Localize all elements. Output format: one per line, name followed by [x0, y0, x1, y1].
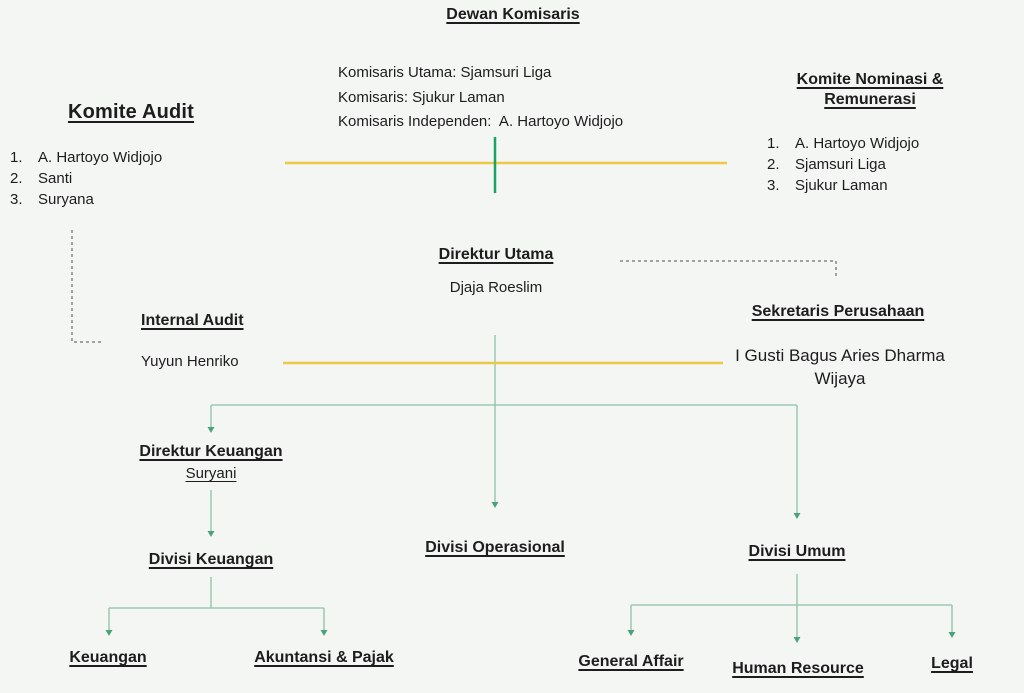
komisaris-utama: Komisaris Utama: Sjamsuri Liga: [338, 64, 552, 81]
list-name: Sjamsuri Liga: [795, 156, 886, 173]
komite-nominasi-title: Komite Nominasi & Remunerasi: [796, 71, 944, 108]
list-number: 1.: [10, 149, 23, 166]
komisaris-independen: Komisaris Independen: A. Hartoyo Widjojo: [338, 113, 624, 130]
arrowhead: [793, 637, 801, 643]
arrowhead: [320, 630, 328, 636]
sekretaris-perusahaan-name: I Gusti Bagus Aries Dharma Wijaya: [735, 346, 945, 388]
list-item: 3. Suryana: [10, 189, 162, 210]
arrowhead: [948, 632, 956, 638]
arrowhead: [793, 513, 801, 519]
dewan-komisaris-members: Komisaris Utama: Sjamsuri Liga Komisaris…: [338, 61, 623, 135]
arrowhead: [491, 502, 499, 508]
internal-audit-title: Internal Audit: [141, 312, 244, 329]
divisi-operasional-title: Divisi Operasional: [425, 539, 565, 556]
sekretaris-dashed-connector: [620, 260, 837, 279]
divisi-umum-tree-lines: [627, 574, 956, 643]
list-item: 2. Sjamsuri Liga: [767, 154, 919, 175]
director-tree-lines: [207, 335, 801, 519]
list-name: A. Hartoyo Widjojo: [38, 149, 163, 166]
list-item: 2. Santi: [10, 168, 162, 189]
general-affair-title: General Affair: [578, 653, 684, 670]
list-number: 2.: [10, 170, 23, 187]
komite-audit-title: Komite Audit: [67, 101, 195, 123]
legal-title: Legal: [931, 655, 973, 672]
list-name: Santi: [38, 170, 73, 187]
arrowhead: [105, 630, 113, 636]
list-item: 3. Sjukur Laman: [767, 175, 919, 196]
divisi-umum-title: Divisi Umum: [748, 543, 846, 560]
komisaris: Komisaris: Sjukur Laman: [338, 88, 505, 106]
list-number: 3.: [767, 177, 780, 194]
direktur-utama-title: Direktur Utama: [438, 246, 554, 263]
sekretaris-perusahaan-title: Sekretaris Perusahaan: [751, 303, 925, 320]
list-number: 2.: [767, 156, 780, 173]
internal-audit-name: Yuyun Henriko: [141, 353, 239, 370]
arrowhead: [207, 427, 215, 433]
komite-nominasi-list: 1. A. Hartoyo Widjojo 2. Sjamsuri Liga 3…: [767, 133, 919, 196]
list-number: 1.: [767, 135, 780, 152]
keuangan-title: Keuangan: [69, 649, 147, 666]
komite-audit-list: 1. A. Hartoyo Widjojo 2. Santi 3. Suryan…: [10, 147, 162, 210]
list-name: Suryana: [38, 191, 94, 208]
divisi-keuangan-tree-lines: [105, 577, 328, 636]
direktur-keuangan-to-divisi-arrow: [207, 490, 215, 537]
list-name: Sjukur Laman: [795, 177, 888, 194]
list-number: 3.: [10, 191, 23, 208]
human-resource-title: Human Resource: [732, 660, 864, 677]
komite-audit-dashed-connector: [71, 230, 101, 343]
arrowhead: [207, 531, 215, 537]
direktur-keuangan-name: Suryani: [185, 465, 237, 482]
list-item: 1. A. Hartoyo Widjojo: [10, 147, 162, 168]
arrowhead: [627, 630, 635, 636]
direktur-utama-name: Djaja Roeslim: [449, 279, 543, 296]
akuntansi-pajak-title: Akuntansi & Pajak: [254, 649, 394, 666]
list-name: A. Hartoyo Widjojo: [795, 135, 920, 152]
list-item: 1. A. Hartoyo Widjojo: [767, 133, 919, 154]
divisi-keuangan-title: Divisi Keuangan: [148, 551, 274, 568]
direktur-keuangan-title: Direktur Keuangan: [139, 443, 283, 460]
dewan-komisaris-title: Dewan Komisaris: [446, 6, 580, 23]
